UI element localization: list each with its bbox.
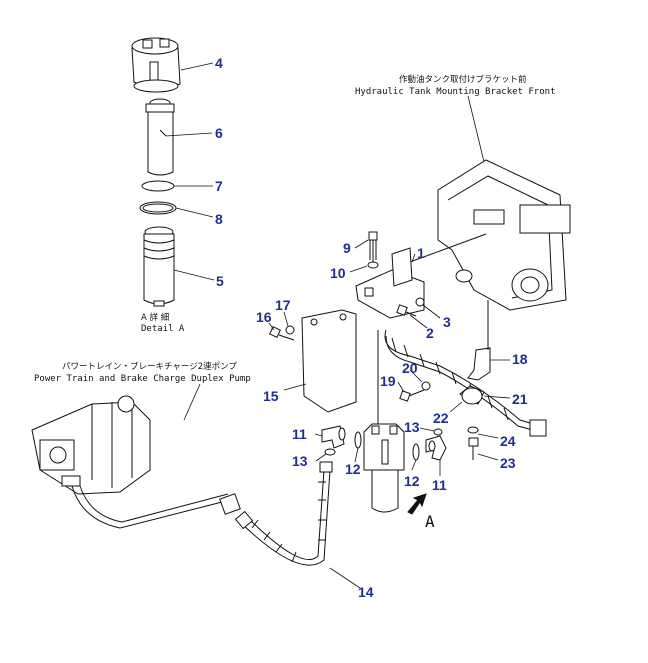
- part-number-1: 1: [417, 245, 425, 261]
- part-number-5: 5: [216, 273, 224, 289]
- clamp-bracket-18: [467, 300, 491, 381]
- part-number-7: 7: [215, 178, 223, 194]
- part-number-22: 22: [433, 410, 449, 426]
- part-number-10: 10: [330, 265, 346, 281]
- bolt-9: [368, 231, 378, 262]
- part-number-12-left: 12: [345, 461, 361, 477]
- part-number-18: 18: [512, 351, 528, 367]
- bolt-19: [399, 389, 425, 402]
- tank-bracket-caption-jp: 作動油タンク取付けブラケット前: [399, 74, 527, 85]
- elbow-fitting-right: [425, 435, 447, 461]
- part-number-15: 15: [263, 388, 279, 404]
- mounting-bracket: [355, 247, 425, 319]
- part-number-16: 16: [256, 309, 272, 325]
- part-number-23: 23: [500, 455, 516, 471]
- washer-17: [285, 325, 295, 335]
- o-ring-right-13: [433, 428, 443, 436]
- part-number-3: 3: [443, 314, 451, 330]
- part-number-11-right: 11: [432, 477, 447, 493]
- cover-plate: [301, 309, 357, 413]
- washer-24: [467, 426, 479, 434]
- part-number-11-left: 11: [292, 426, 307, 442]
- duplex-pump: [31, 395, 151, 495]
- part-number-20: 20: [402, 360, 418, 376]
- washer-3: [415, 297, 425, 307]
- o-ring: [141, 180, 175, 192]
- filter-element: [145, 98, 175, 176]
- part-number-6: 6: [215, 125, 223, 141]
- hydraulic-tank-bracket: [409, 159, 571, 311]
- o-ring-left-13: [324, 448, 336, 456]
- pump-caption-en: Power Train and Brake Charge Duplex Pump: [34, 374, 251, 384]
- part-number-8: 8: [215, 211, 223, 227]
- elbow-fitting-left: [321, 425, 346, 449]
- line-filter: [363, 330, 405, 513]
- hose-14: [234, 461, 333, 566]
- o-ring-right-12: [412, 443, 420, 461]
- filter-case: [143, 226, 175, 307]
- pump-tube: [71, 485, 241, 529]
- part-number-21: 21: [512, 391, 528, 407]
- part-number-13-left: 13: [292, 453, 308, 469]
- part-number-12-right: 12: [404, 473, 420, 489]
- bolt-16: [269, 326, 295, 341]
- part-number-19: 19: [380, 373, 396, 389]
- view-arrow-icon: [407, 493, 427, 515]
- detail-caption-en: Detail A: [141, 324, 185, 334]
- clamp-22: [459, 385, 485, 405]
- part-number-9: 9: [343, 240, 351, 256]
- tank-bracket-caption-en: Hydraulic Tank Mounting Bracket Front: [355, 87, 555, 97]
- o-ring-left-12: [354, 431, 362, 449]
- pump-caption-jp: パワートレイン・ブレーキチャージ2連ポンプ: [62, 361, 237, 372]
- detail-caption-jp: A 詳 細: [141, 312, 169, 323]
- part-number-17: 17: [275, 297, 291, 313]
- part-number-4: 4: [215, 55, 223, 71]
- o-ring-large: [139, 201, 177, 215]
- bolt-23: [468, 437, 479, 460]
- washer-20: [421, 381, 431, 391]
- part-number-2: 2: [426, 325, 434, 341]
- part-number-24: 24: [500, 433, 516, 449]
- view-letter: A: [425, 512, 435, 531]
- bolt-2: [396, 304, 417, 317]
- filter-cap: [131, 37, 181, 93]
- part-number-13-right: 13: [404, 419, 420, 435]
- part-number-14: 14: [358, 584, 374, 600]
- washer-10: [367, 261, 379, 269]
